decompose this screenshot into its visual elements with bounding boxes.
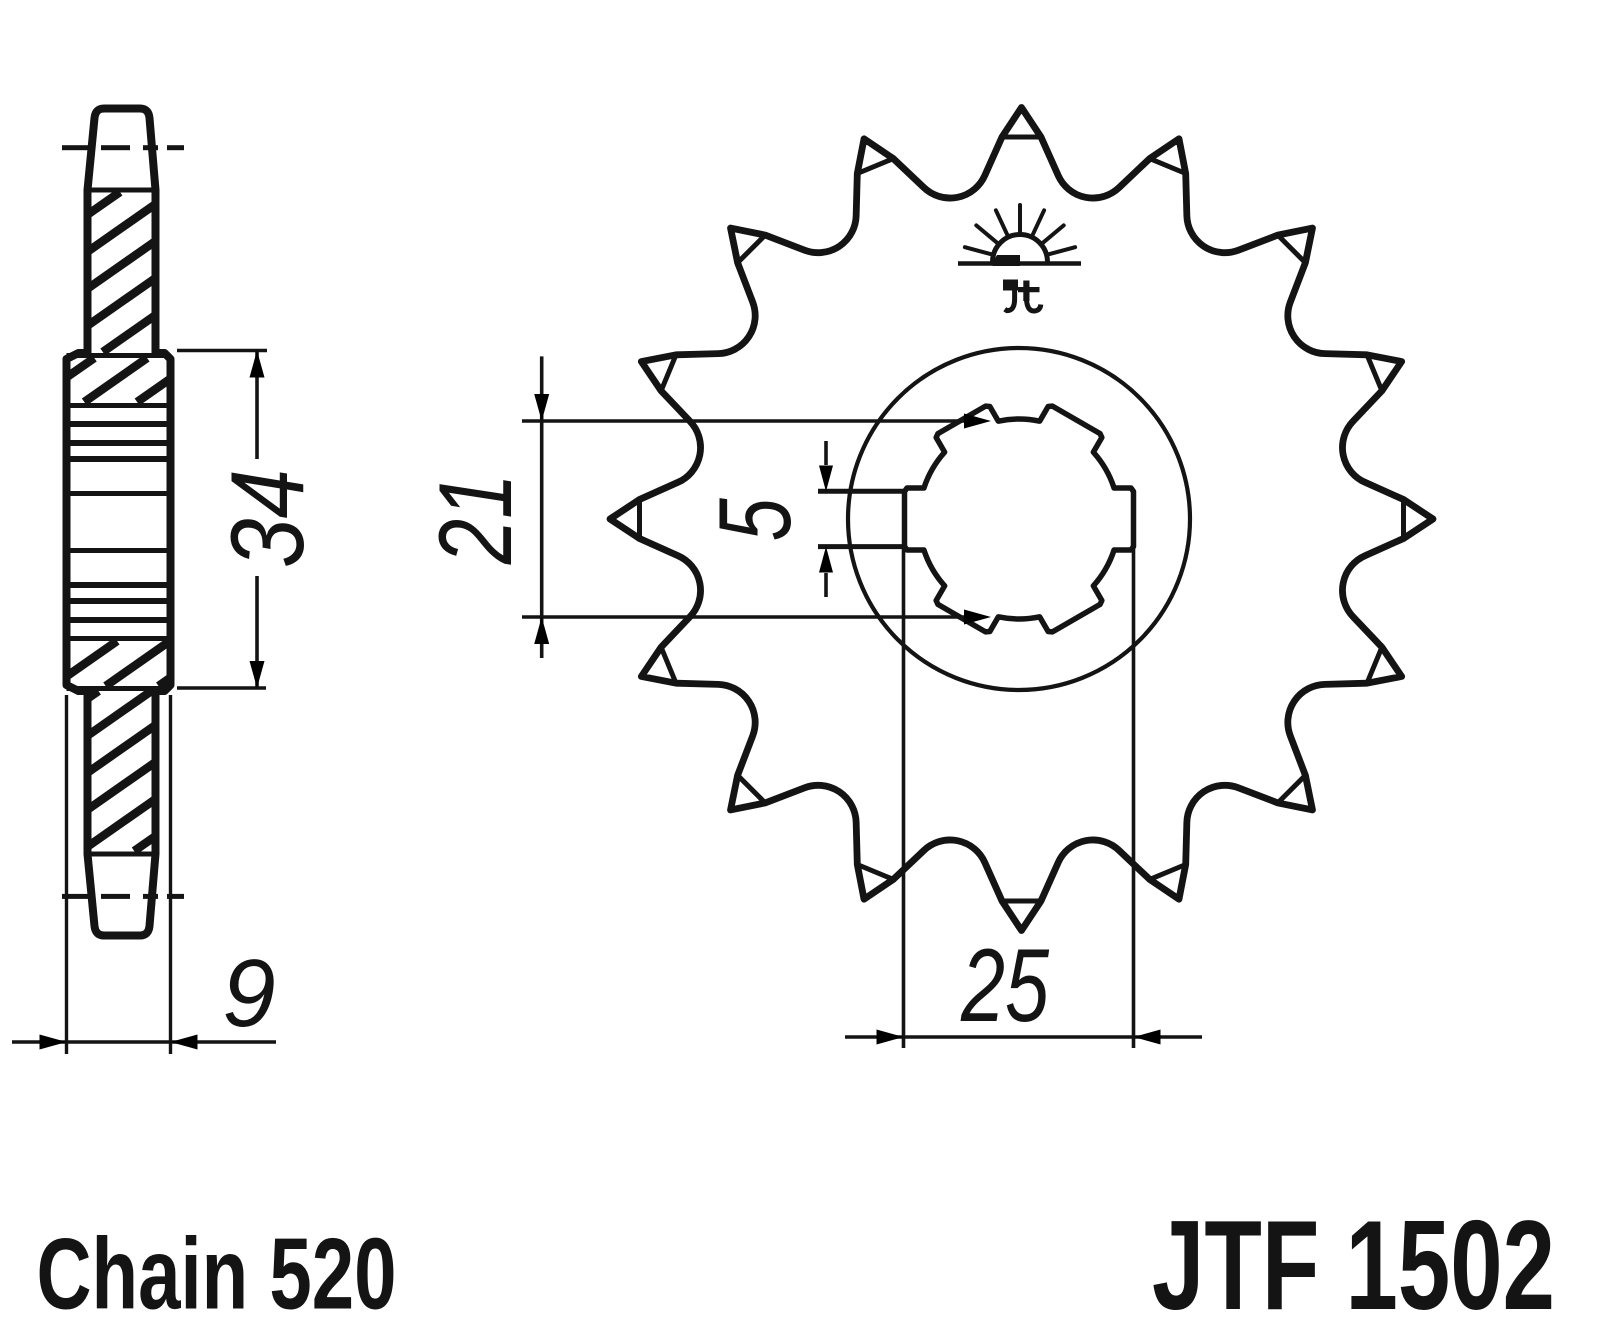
svg-text:21: 21 (418, 473, 534, 565)
svg-text:JTF 1502: JTF 1502 (1152, 1194, 1555, 1332)
svg-text:5: 5 (698, 498, 812, 541)
svg-text:Chain 520: Chain 520 (37, 1217, 397, 1331)
svg-text:25: 25 (960, 928, 1050, 1044)
svg-text:9: 9 (222, 940, 275, 1047)
svg-text:34: 34 (210, 469, 326, 568)
